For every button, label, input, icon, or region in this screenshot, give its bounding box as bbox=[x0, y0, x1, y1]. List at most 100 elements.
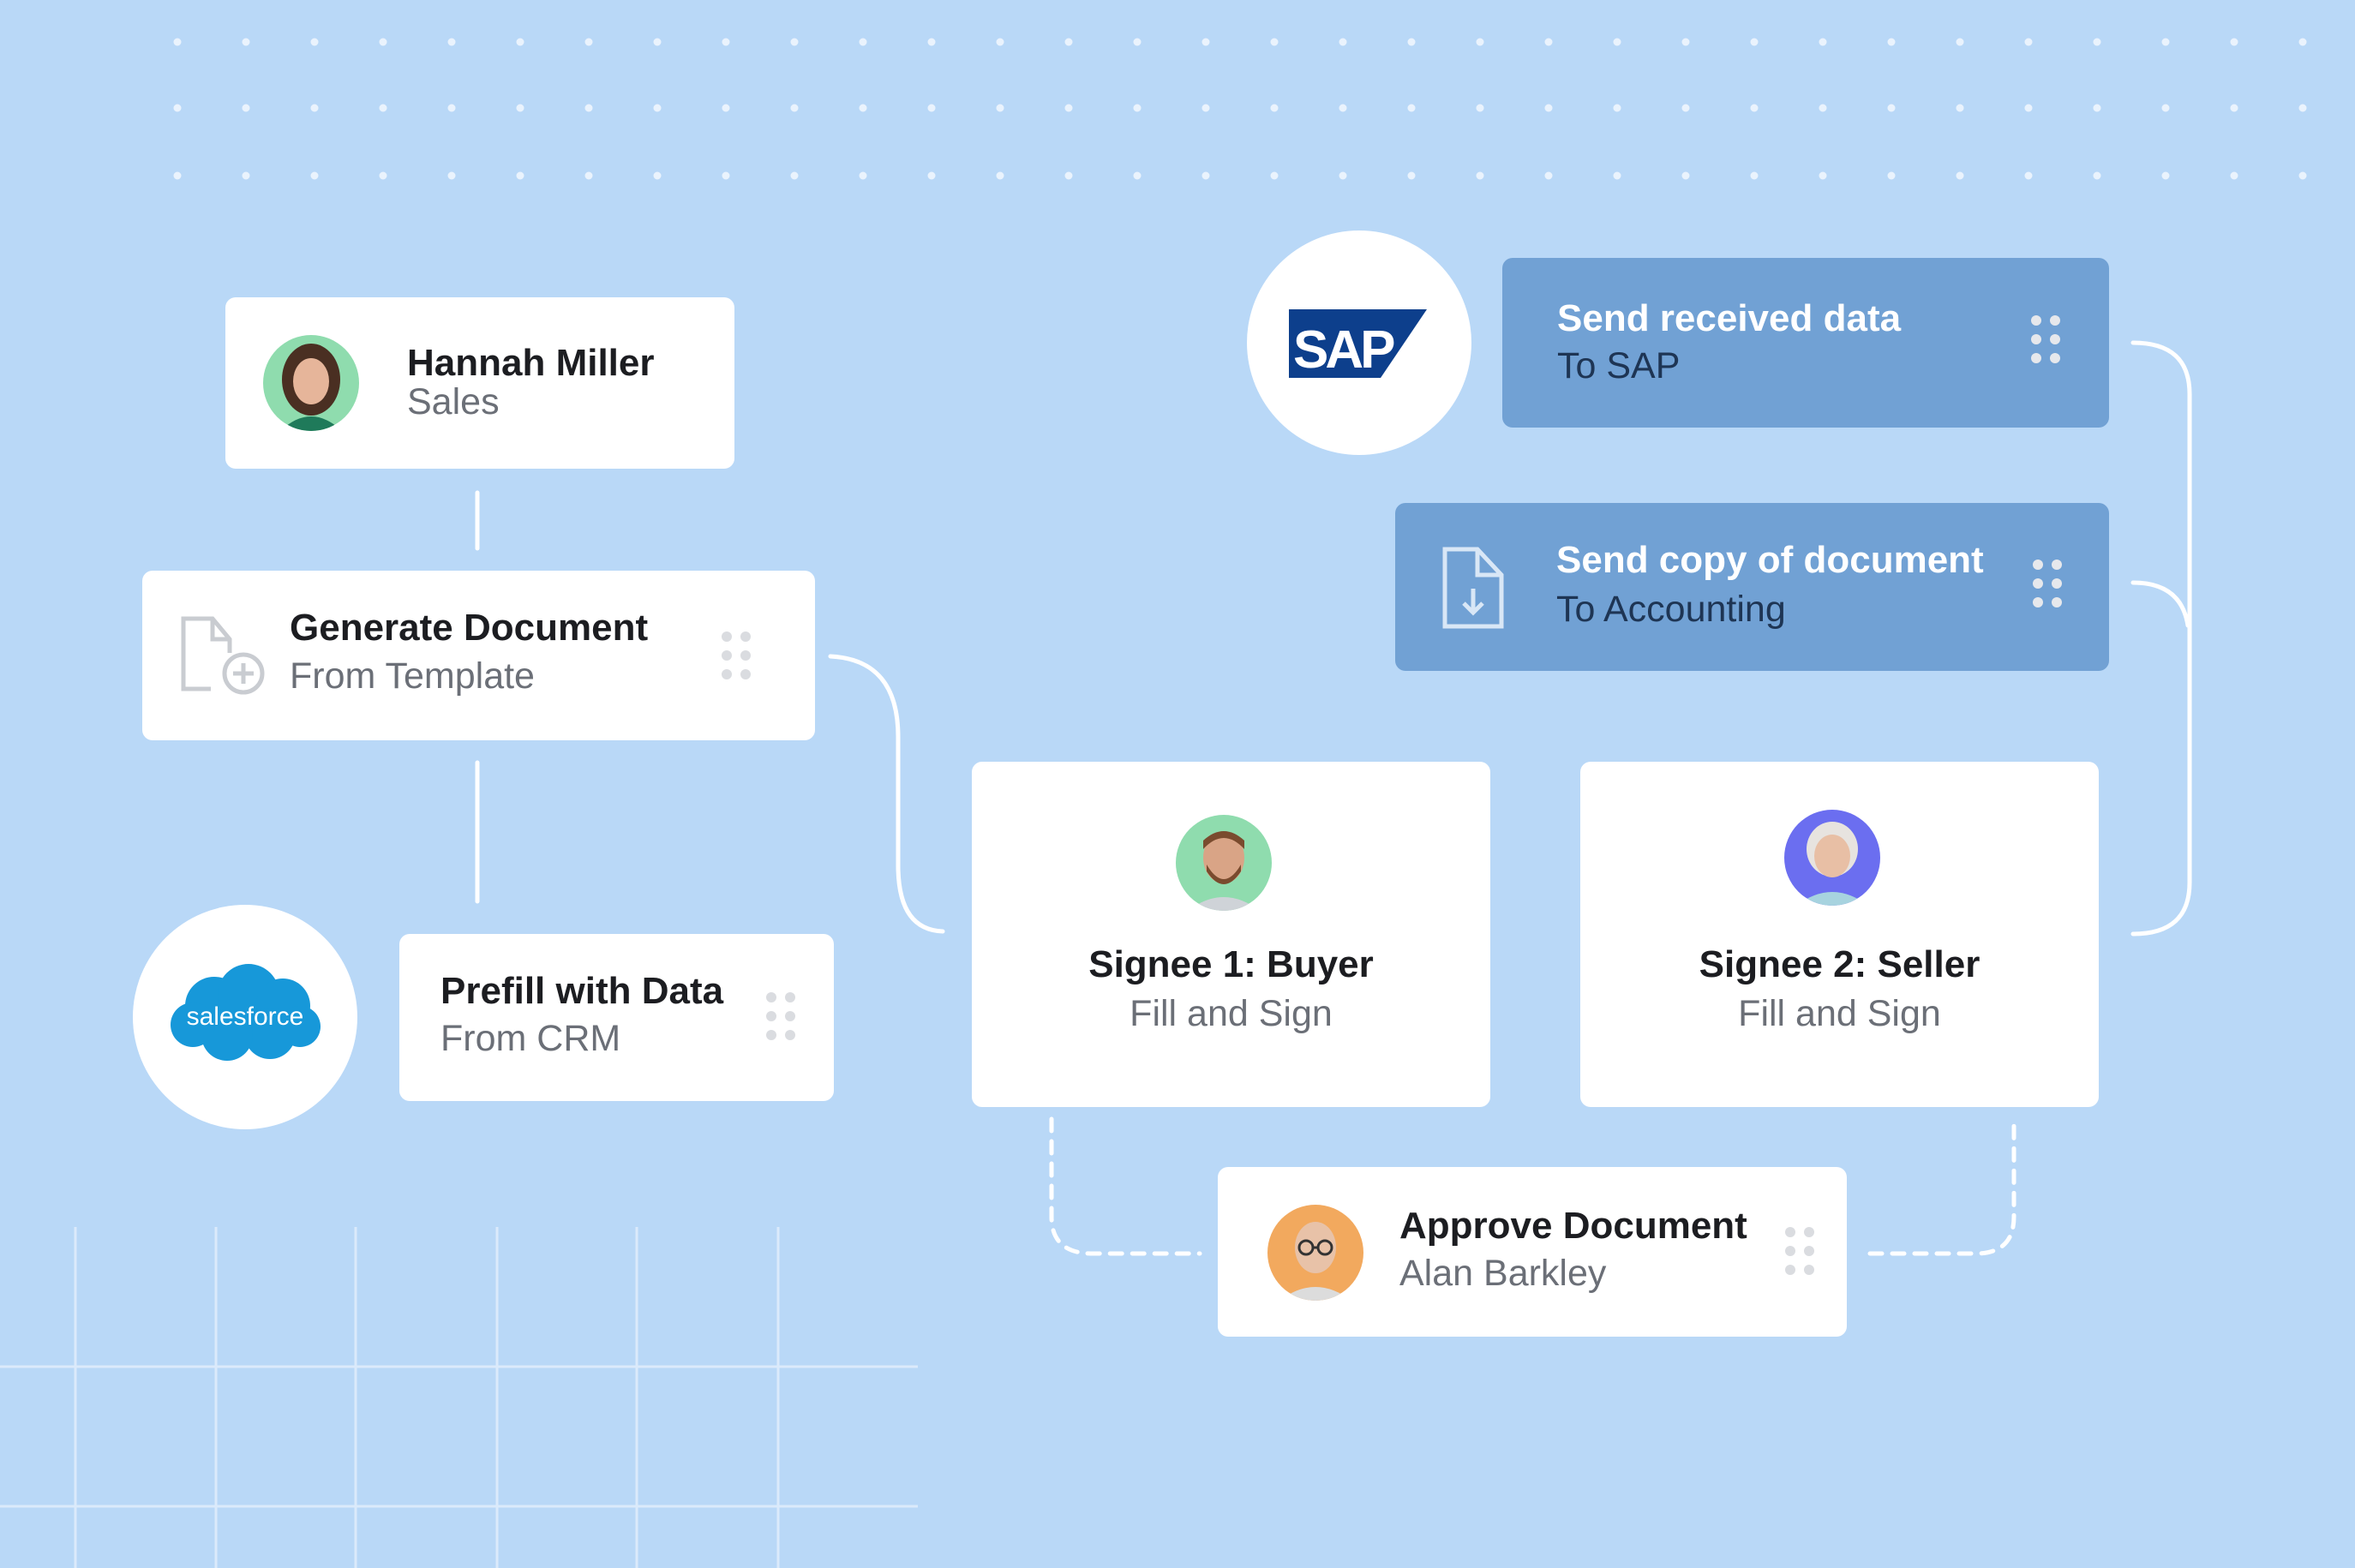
dot bbox=[379, 104, 387, 112]
dot bbox=[1476, 104, 1484, 112]
dot bbox=[447, 38, 456, 46]
connector-approve-signee2 bbox=[1867, 1116, 2016, 1256]
dot bbox=[1613, 171, 1621, 180]
signee-buyer-card[interactable]: Signee 1: Buyer Fill and Sign bbox=[972, 762, 1490, 1107]
drag-handle-icon[interactable] bbox=[2031, 315, 2060, 363]
dot bbox=[242, 38, 250, 46]
drag-handle-icon[interactable] bbox=[2033, 560, 2062, 607]
dot bbox=[173, 171, 182, 180]
dot bbox=[310, 104, 319, 112]
dot bbox=[1956, 38, 1964, 46]
dot bbox=[1750, 171, 1759, 180]
signee1-title: Signee 1: Buyer bbox=[1088, 943, 1374, 985]
signee-seller-card[interactable]: Signee 2: Seller Fill and Sign bbox=[1580, 762, 2099, 1107]
dot bbox=[379, 171, 387, 180]
dot bbox=[653, 38, 662, 46]
dot-pattern bbox=[173, 38, 2307, 180]
dot bbox=[927, 104, 936, 112]
dot bbox=[2230, 104, 2238, 112]
dot bbox=[1064, 38, 1073, 46]
file-download-icon bbox=[1442, 547, 1504, 629]
drag-handle-icon[interactable] bbox=[1785, 1227, 1814, 1275]
dot bbox=[2161, 171, 2170, 180]
owner-role: Sales bbox=[407, 381, 500, 422]
dot bbox=[2298, 171, 2307, 180]
avatar bbox=[1784, 810, 1880, 906]
dot bbox=[1887, 171, 1896, 180]
dot bbox=[584, 38, 593, 46]
dot bbox=[1201, 171, 1210, 180]
dot bbox=[516, 104, 524, 112]
connector-signee1-approve bbox=[1049, 1116, 1202, 1256]
dot bbox=[1133, 104, 1142, 112]
send-sap-subtitle: To SAP bbox=[1557, 345, 1681, 386]
dot bbox=[1887, 104, 1896, 112]
generate-document-card[interactable]: Generate Document From Template bbox=[142, 571, 815, 740]
avatar bbox=[1176, 815, 1272, 911]
dot bbox=[2024, 171, 2033, 180]
owner-name: Hannah Miller bbox=[407, 342, 655, 384]
dot bbox=[653, 171, 662, 180]
dot bbox=[1064, 104, 1073, 112]
avatar bbox=[263, 335, 359, 431]
dot bbox=[790, 38, 799, 46]
svg-text:SAP: SAP bbox=[1293, 320, 1394, 380]
dot bbox=[1544, 38, 1553, 46]
dot bbox=[2093, 38, 2101, 46]
signee2-title: Signee 2: Seller bbox=[1699, 943, 1980, 985]
prefill-subtitle: From CRM bbox=[440, 1018, 621, 1059]
dot bbox=[310, 38, 319, 46]
dot bbox=[1613, 104, 1621, 112]
generate-subtitle: From Template bbox=[290, 655, 535, 697]
dot bbox=[2093, 171, 2101, 180]
dot bbox=[790, 104, 799, 112]
dot bbox=[1613, 38, 1621, 46]
dot bbox=[1819, 38, 1827, 46]
send-sap-title: Send received data bbox=[1557, 297, 1902, 339]
dot bbox=[516, 171, 524, 180]
dot bbox=[722, 171, 730, 180]
prefill-card[interactable]: Prefill with Data From CRM bbox=[399, 934, 834, 1101]
dot bbox=[2093, 104, 2101, 112]
generate-title: Generate Document bbox=[290, 607, 649, 649]
dot bbox=[1956, 104, 1964, 112]
salesforce-logo: salesforce bbox=[133, 905, 357, 1129]
send-copy-subtitle: To Accounting bbox=[1556, 589, 1786, 630]
dot bbox=[996, 38, 1004, 46]
dot bbox=[722, 104, 730, 112]
signee2-subtitle: Fill and Sign bbox=[1738, 993, 1941, 1034]
dot bbox=[1201, 104, 1210, 112]
dot bbox=[2298, 38, 2307, 46]
dot bbox=[790, 171, 799, 180]
connector-copy-branch bbox=[2130, 580, 2190, 628]
dot bbox=[1544, 104, 1553, 112]
dot bbox=[1750, 104, 1759, 112]
send-copy-card[interactable]: Send copy of document To Accounting bbox=[1395, 503, 2109, 671]
dot bbox=[379, 38, 387, 46]
send-to-sap-card[interactable]: Send received data To SAP bbox=[1502, 258, 2109, 428]
approve-document-card[interactable]: Approve Document Alan Barkley bbox=[1218, 1167, 1847, 1337]
drag-handle-icon[interactable] bbox=[722, 631, 751, 679]
dot bbox=[584, 104, 593, 112]
dot bbox=[2230, 38, 2238, 46]
connector-signees-sap bbox=[2130, 340, 2192, 937]
dot bbox=[447, 171, 456, 180]
dot bbox=[996, 171, 1004, 180]
dot bbox=[173, 104, 182, 112]
dot bbox=[2161, 38, 2170, 46]
dot bbox=[1407, 171, 1416, 180]
dot bbox=[1133, 38, 1142, 46]
dot bbox=[1681, 171, 1690, 180]
dot bbox=[1270, 104, 1279, 112]
sap-logo: SAP bbox=[1247, 230, 1471, 455]
dot bbox=[859, 171, 867, 180]
dot bbox=[1750, 38, 1759, 46]
owner-card[interactable]: Hannah Miller Sales bbox=[225, 297, 734, 469]
dot bbox=[2230, 171, 2238, 180]
approve-assignee: Alan Barkley bbox=[1399, 1253, 1607, 1294]
drag-handle-icon[interactable] bbox=[766, 992, 795, 1040]
dot bbox=[310, 171, 319, 180]
connector-generate-signee bbox=[828, 654, 945, 934]
svg-text:salesforce: salesforce bbox=[187, 1002, 304, 1031]
